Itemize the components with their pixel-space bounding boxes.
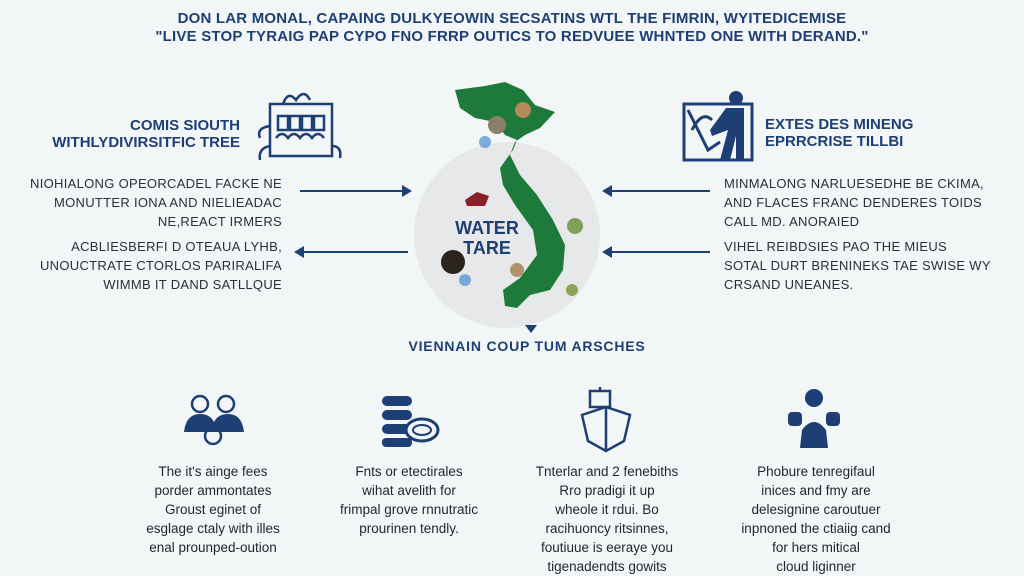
text-line: for hers mitical bbox=[772, 540, 860, 555]
bottom-text-4: Phobure tenregifaul inices and fmy are d… bbox=[718, 462, 914, 576]
left-paragraph-1: NIOHIALONG OPEORCADEL FACKE NE MONUTTER … bbox=[10, 174, 282, 231]
right-paragraph-1: MINMALONG NARLUESEDHE BE CKIMA, AND FLAC… bbox=[724, 174, 1024, 231]
header-line-2: "LIVE STOP TYRAIG PAP CYPO FNO FRRP OUTI… bbox=[155, 28, 869, 45]
coin-stack-icon bbox=[382, 396, 440, 447]
arrow-left bbox=[294, 246, 408, 258]
right-heading-line: EPRRCRISE TILLBI bbox=[765, 133, 904, 150]
right-paragraph-2: VIHEL REIBDSIES PAO THE MIEUS SOTAL DURT… bbox=[724, 237, 1024, 294]
text-line: UNOUCTRATE CTORLOS PARIRALIFA bbox=[39, 258, 282, 273]
right-heading-line: EXTES DES MINENG bbox=[765, 116, 914, 133]
header-line-1: DON LAR MONAL, CAPAING DULKYEOWIN SECSAT… bbox=[177, 10, 847, 27]
text-line: delesignine caroutuer bbox=[751, 502, 881, 517]
water-icon bbox=[459, 274, 471, 286]
bowl-icon bbox=[441, 250, 465, 274]
text-line: enal prounped-oution bbox=[149, 540, 277, 555]
food-icon bbox=[510, 263, 524, 277]
left-paragraph-2: ACBLIESBERFI D OTEAUA LYHB, UNOUCTRATE C… bbox=[10, 237, 282, 294]
text-line: The it's ainge fees bbox=[158, 464, 268, 479]
text-line: NE,REACT IRMERS bbox=[157, 214, 282, 229]
ship-package-icon bbox=[580, 387, 632, 453]
people-group-icon bbox=[184, 394, 244, 446]
left-heading-line: COMIS SIOUTH bbox=[129, 117, 240, 134]
text-line: CRSAND UNEANES. bbox=[724, 277, 854, 292]
text-line: NIOHIALONG OPEORCADEL FACKE NE bbox=[30, 176, 282, 191]
bottom-text-1: The it's ainge fees porder ammontates Gr… bbox=[118, 462, 308, 557]
map-label-line: TARE bbox=[463, 238, 511, 258]
text-line: ACBLIESBERFI D OTEAUA LYHB, bbox=[71, 239, 282, 254]
bottom-text-3: Tnterlar and 2 fenebiths Rro pradigi it … bbox=[512, 462, 702, 576]
text-line: tigenadendts gowits bbox=[547, 559, 667, 574]
down-triangle-icon bbox=[525, 325, 537, 333]
text-line: inpnoned the ctiaiig cand bbox=[741, 521, 891, 536]
text-line: VIHEL REIBDSIES PAO THE MIEUS bbox=[724, 239, 948, 254]
text-line: racihuoncy ritsinnes, bbox=[545, 521, 669, 536]
text-line: cloud liginner bbox=[776, 559, 856, 574]
text-line: MINMALONG NARLUESEDHE BE CKIMA, bbox=[724, 176, 984, 191]
text-line: Fnts or etectirales bbox=[355, 464, 463, 479]
hut-icon bbox=[465, 192, 489, 206]
worker-icon bbox=[788, 389, 840, 448]
text-line: inices and fmy are bbox=[761, 483, 871, 498]
map-caption: VIENNAIN COUP TUM ARSCHES bbox=[408, 338, 646, 354]
map-label-line: WATER bbox=[455, 218, 519, 238]
text-line: foutiuue is eeraye you bbox=[540, 540, 674, 555]
text-line: wihat avelith for bbox=[362, 483, 456, 498]
text-line: esglage ctaly with illes bbox=[146, 521, 280, 536]
text-line: SOTAL DURT BRENINEKS TAE SWISE WY bbox=[724, 258, 991, 273]
text-line: MONUTTER IONA AND NIELIEADAC bbox=[54, 195, 282, 210]
text-line: WIMMB IT DAND SATLLQUE bbox=[103, 277, 282, 292]
text-line: wheole it rdui. Bo bbox=[555, 502, 659, 517]
arrow-left bbox=[602, 246, 710, 258]
food-icon bbox=[515, 102, 531, 118]
food-icon bbox=[567, 218, 583, 234]
text-line: frimpal grove rnnutratic bbox=[339, 502, 479, 517]
market-stall-icon bbox=[257, 92, 342, 161]
text-line: porder ammontates bbox=[154, 483, 272, 498]
arrow-right bbox=[300, 185, 412, 197]
left-heading: COMIS SIOUTH WITHLYDIVIRSITFIC TREE bbox=[20, 117, 240, 151]
text-line: CALL MD. ANORAIED bbox=[724, 214, 860, 229]
right-heading: EXTES DES MINENG EPRRCRISE TILLBI bbox=[765, 116, 965, 150]
text-line: Phobure tenregifaul bbox=[757, 464, 875, 479]
food-icon bbox=[566, 284, 578, 296]
text-line: AND FLACES FRANC DENDERES TOIDS bbox=[724, 195, 983, 210]
water-icon bbox=[479, 136, 491, 148]
bottom-text-2: Fnts or etectirales wihat avelith for fr… bbox=[314, 462, 504, 538]
arrow-left bbox=[602, 185, 710, 197]
vietnam-map bbox=[414, 82, 600, 333]
text-line: Groust eginet of bbox=[164, 502, 262, 517]
vietnam-shape bbox=[455, 82, 565, 308]
map-label: WATER TARE bbox=[452, 218, 522, 258]
left-heading-line: WITHLYDIVIRSITFIC TREE bbox=[52, 134, 240, 151]
food-icon bbox=[488, 116, 506, 134]
text-line: Rro pradigi it up bbox=[559, 483, 655, 498]
worker-sign-icon bbox=[682, 91, 754, 162]
text-line: Tnterlar and 2 fenebiths bbox=[535, 464, 679, 479]
text-line: prourinen tendly. bbox=[359, 521, 459, 536]
